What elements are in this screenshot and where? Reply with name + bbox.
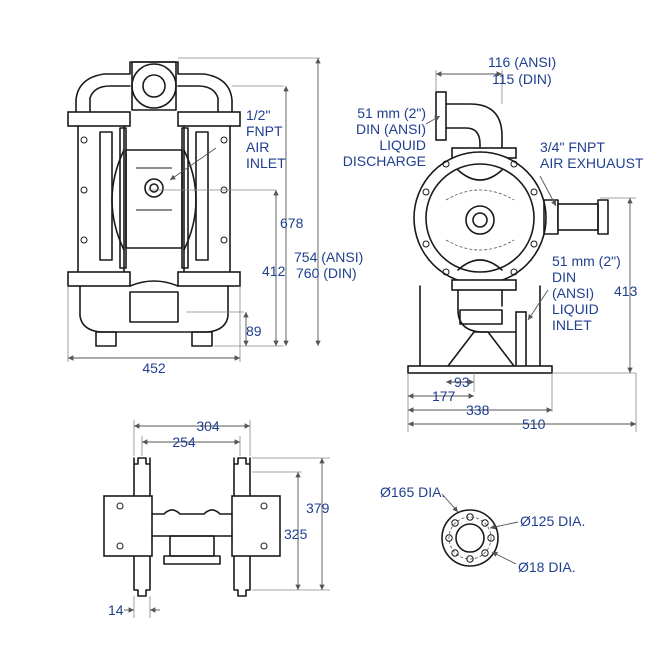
dim-177-label: 177 xyxy=(432,388,456,404)
exhaust-label-2: AIR EXHUAUST xyxy=(540,155,644,171)
dim-93-label: 93 xyxy=(454,374,470,390)
dim-379-label: 379 xyxy=(306,500,330,516)
inlet-label-5: INLET xyxy=(552,317,592,333)
discharge-label-3: LIQUID xyxy=(379,137,426,153)
inlet-label-4: LIQUID xyxy=(552,301,599,317)
air-inlet-port xyxy=(144,178,164,198)
discharge-label-1: 51 mm (2") xyxy=(357,105,426,121)
side-base-plate xyxy=(407,365,553,374)
discharge-label-4: DISCHARGE xyxy=(343,153,426,169)
air-inlet-label-4: INLET xyxy=(246,155,286,171)
air-inlet-label-1: 1/2" xyxy=(246,107,270,123)
left-base-lug xyxy=(103,495,153,557)
pump-body xyxy=(413,151,547,285)
exhaust-muffler xyxy=(557,203,599,231)
right-bottom-flange xyxy=(177,271,241,287)
dim-754-label: 754 (ANSI) xyxy=(294,249,363,265)
inlet-label-2: DIN xyxy=(552,269,576,285)
dim-325-label: 325 xyxy=(284,526,308,542)
base-view xyxy=(103,420,330,618)
dim-413-label: 413 xyxy=(614,283,638,299)
dim-412-label: 412 xyxy=(262,263,286,279)
inlet-label-3: (ANSI) xyxy=(552,285,594,301)
left-top-flange xyxy=(67,111,131,127)
dim-116-label: 116 (ANSI) xyxy=(488,54,556,70)
flange-bore xyxy=(455,523,485,553)
dim-678-label: 678 xyxy=(280,215,304,231)
exhaust-label-1: 3/4" FNPT xyxy=(540,139,605,155)
air-inlet-label-3: AIR xyxy=(246,139,269,155)
base-view-dimensions: 304 254 379 325 14 xyxy=(108,418,330,618)
front-view xyxy=(67,57,320,362)
right-top-flange xyxy=(177,111,241,127)
dim-width-label: 452 xyxy=(142,360,166,376)
air-inlet-label-2: FNPT xyxy=(246,123,283,139)
dim-89-label: 89 xyxy=(246,323,262,339)
dim-338-label: 338 xyxy=(466,402,490,418)
flange-165-label: Ø165 DIA. xyxy=(380,484,445,500)
front-view-dimensions: 452 678 412 89 754 (ANSI) 760 (DIN) 1/2"… xyxy=(68,58,363,376)
discharge-flange xyxy=(435,91,447,141)
dim-14-label: 14 xyxy=(108,602,124,618)
dim-760-label: 760 (DIN) xyxy=(296,265,357,281)
flange-outer-circle xyxy=(441,509,499,567)
dim-510-label: 510 xyxy=(522,416,546,432)
flange-125-label: Ø125 DIA. xyxy=(520,513,585,529)
inlet-flange xyxy=(515,311,527,369)
discharge-label-2: DIN (ANSI) xyxy=(356,121,426,137)
dim-254-label: 254 xyxy=(172,434,196,450)
side-view-dimensions: 116 (ANSI) 115 (DIN) 51 mm (2") DIN (ANS… xyxy=(343,54,644,432)
inlet-label-1: 51 mm (2") xyxy=(552,253,621,269)
side-view xyxy=(407,70,637,432)
flange-view: Ø165 DIA. Ø125 DIA. Ø18 DIA. xyxy=(380,484,585,575)
left-bottom-flange xyxy=(67,271,131,287)
top-outlet-flange xyxy=(131,63,177,109)
dim-115-label: 115 (DIN) xyxy=(492,71,552,87)
right-base-lug xyxy=(231,495,281,557)
dim-304-label: 304 xyxy=(196,418,220,434)
flange-18-label: Ø18 DIA. xyxy=(518,559,576,575)
